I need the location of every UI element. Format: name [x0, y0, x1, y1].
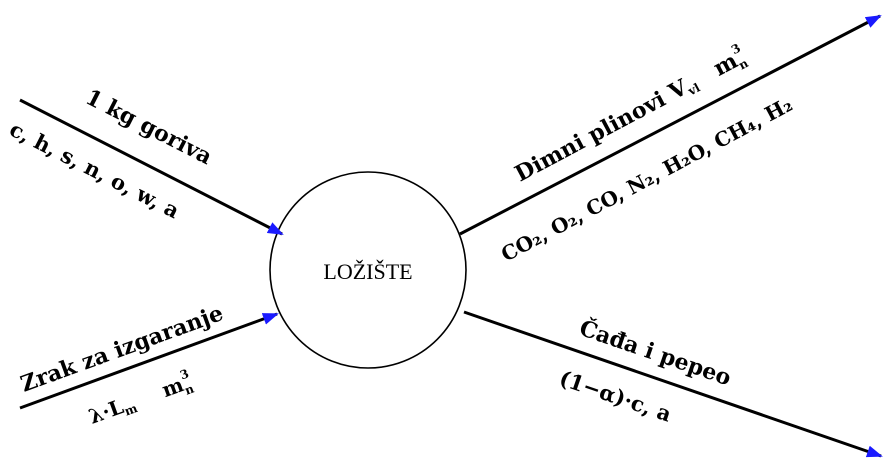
- flue-gas-label: Dimni plinovi Vvlmn3: [509, 41, 751, 189]
- fuel-label: 1 kg goriva: [81, 84, 216, 170]
- furnace-label: LOŽIŠTE: [323, 259, 412, 284]
- soot-ash-composition-label: (1−α)·c, a: [556, 365, 675, 427]
- air-label: Zrak za izgaranje: [17, 300, 227, 397]
- air-quantity-label: λ·Lmmn3: [84, 366, 196, 431]
- furnace-circle: [269, 171, 467, 369]
- air-input-arrow: [19, 312, 279, 410]
- fuel-input-arrow: [19, 98, 284, 236]
- flue-gas-output-arrow: [459, 14, 882, 236]
- soot-ash-output-arrow: [463, 310, 883, 458]
